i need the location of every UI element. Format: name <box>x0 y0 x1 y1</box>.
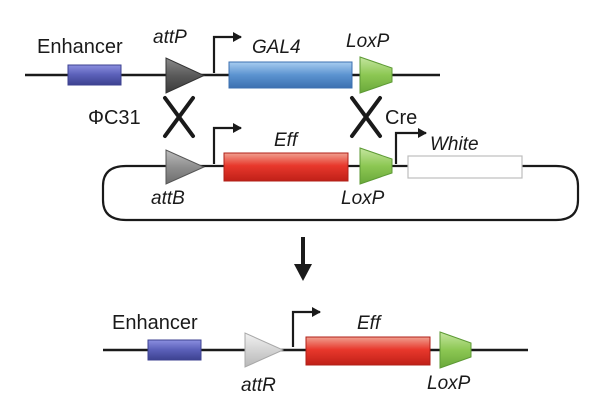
eff-gene <box>223 152 349 182</box>
attP-triangle <box>165 57 206 94</box>
attP-label: attP <box>153 27 187 48</box>
plasmid-loxp-label: LoxP <box>341 188 385 209</box>
cre-label: Cre <box>385 107 417 129</box>
enhancer-box <box>147 339 202 361</box>
gal4-label: GAL4 <box>252 37 301 58</box>
bottom-eff-label: Eff <box>357 313 382 334</box>
eff-gene <box>305 336 431 366</box>
bottom-construct: Enhancer Eff attR LoxP <box>103 307 528 396</box>
attB-label: attB <box>151 188 185 209</box>
attR-label: attR <box>241 375 276 396</box>
attB-triangle <box>165 149 206 185</box>
gal4-gene <box>228 61 353 89</box>
white-gene <box>407 155 523 179</box>
loxp-triangle <box>439 331 472 369</box>
promoter-arrow <box>394 128 427 164</box>
eff-label: Eff <box>274 130 299 151</box>
white-label: White <box>430 134 479 155</box>
enhancer-label: Enhancer <box>37 36 123 58</box>
cross-icon <box>163 96 195 138</box>
attR-triangle <box>244 332 285 368</box>
cross-icon <box>350 96 382 138</box>
promoter-arrow <box>212 32 242 73</box>
bottom-loxp-label: LoxP <box>427 373 471 394</box>
loxp-triangle <box>359 147 393 185</box>
bottom-enhancer-label: Enhancer <box>112 312 198 334</box>
down-arrow-icon <box>294 237 312 281</box>
loxp-triangle <box>359 56 393 94</box>
top-construct: Enhancer attP GAL4 LoxP <box>25 27 440 94</box>
plasmid-backbone <box>101 164 580 222</box>
promoter-arrow <box>291 307 321 347</box>
loxp-label: LoxP <box>346 31 390 52</box>
enhancer-box <box>67 64 122 86</box>
recombinase-markers: ΦC31 Cre <box>88 96 417 138</box>
phiC31-label: ΦC31 <box>88 107 141 129</box>
plasmid: Eff White attB LoxP <box>101 123 580 222</box>
promoter-arrow <box>212 123 242 164</box>
